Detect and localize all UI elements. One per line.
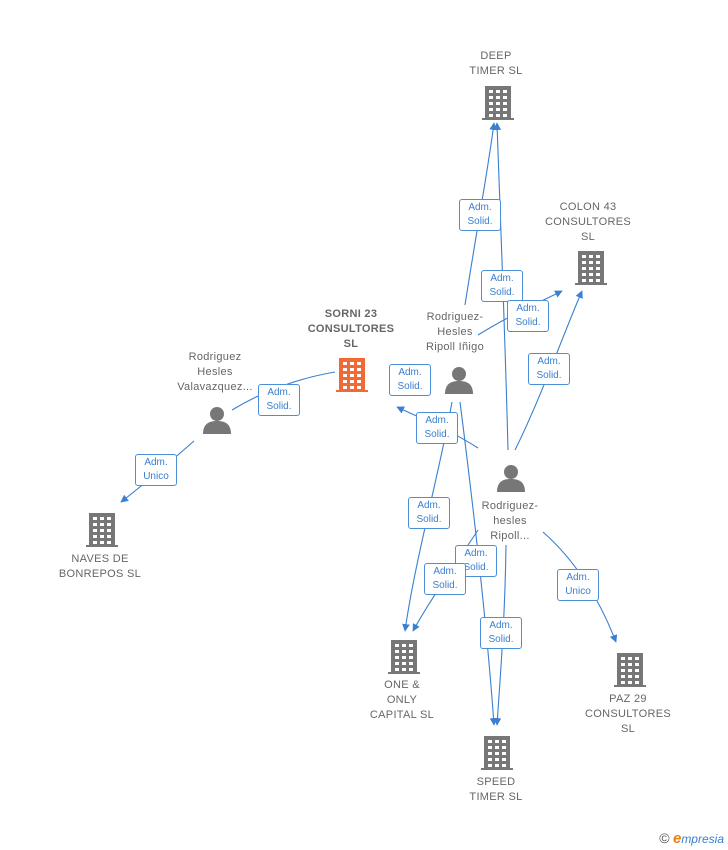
edge-label-valavazquez-naves[interactable]: Adm. Unico	[135, 454, 177, 486]
node-label: ONE & ONLY CAPITAL SL	[369, 679, 435, 721]
building-icon-one-only[interactable]	[388, 640, 420, 674]
node-naves[interactable]: NAVES DE BONREPOS SL	[45, 552, 155, 582]
node-one-only[interactable]: ONE & ONLY CAPITAL SL	[352, 678, 452, 723]
copyright-icon: ©	[659, 830, 670, 846]
node-deep-timer[interactable]: DEEP TIMER SL	[446, 49, 546, 79]
footer-brand: © empresia	[659, 830, 724, 847]
brand-logo-text: mpresia	[681, 832, 724, 846]
node-label: NAVES DE BONREPOS SL	[58, 553, 142, 580]
node-sorni23[interactable]: SORNI 23 CONSULTORES SL	[300, 307, 402, 352]
edge-label-inigo-deep-timer[interactable]: Adm. Solid.	[459, 199, 501, 231]
edge-label-ripoll-speed-timer[interactable]: Adm. Solid.	[480, 617, 522, 649]
building-icon-colon43[interactable]	[575, 251, 607, 285]
edge-label-inigo-one-only[interactable]: Adm. Solid.	[408, 497, 450, 529]
node-paz29[interactable]: PAZ 29 CONSULTORES SL	[577, 692, 679, 737]
person-icon-valavazquez[interactable]	[203, 407, 231, 434]
node-label: Rodriguez- Hesles Ripoll Iñigo	[425, 311, 485, 353]
edge-label-ripoll-colon43[interactable]: Adm. Solid.	[528, 353, 570, 385]
node-person-valavazquez[interactable]: Rodriguez Hesles Valavazquez...	[160, 350, 270, 395]
node-person-ripoll[interactable]: Rodriguez- hesles Ripoll...	[460, 499, 560, 544]
person-icon-ripoll[interactable]	[497, 465, 525, 492]
person-icon-inigo[interactable]	[445, 367, 473, 394]
node-person-inigo[interactable]: Rodriguez- Hesles Ripoll Iñigo	[405, 310, 505, 355]
node-label: Rodriguez Hesles Valavazquez...	[177, 351, 253, 393]
node-label: SORNI 23 CONSULTORES SL	[307, 308, 395, 350]
building-icon-deep-timer[interactable]	[482, 86, 514, 120]
building-icon-speed-timer[interactable]	[481, 736, 513, 770]
edge-label-valavazquez-sorni23[interactable]: Adm. Solid.	[258, 384, 300, 416]
building-icon-naves[interactable]	[86, 513, 118, 547]
node-label: DEEP TIMER SL	[469, 50, 523, 77]
edge-label-ripoll-sorni23[interactable]: Adm. Solid.	[389, 364, 431, 396]
node-colon43[interactable]: COLON 43 CONSULTORES SL	[537, 200, 639, 245]
edge-label-ripoll-one-only-b[interactable]: Adm. Solid.	[424, 563, 466, 595]
node-label: SPEED TIMER SL	[469, 776, 523, 803]
building-icon-sorni23[interactable]	[336, 358, 368, 392]
edge-label-inigo-colon43[interactable]: Adm. Solid.	[507, 300, 549, 332]
node-label: PAZ 29 CONSULTORES SL	[584, 693, 672, 735]
brand-logo-initial: e	[672, 830, 682, 847]
edge-label-inigo-sorni23[interactable]: Adm. Solid.	[416, 412, 458, 444]
edge-label-ripoll-paz29[interactable]: Adm. Unico	[557, 569, 599, 601]
node-speed-timer[interactable]: SPEED TIMER SL	[446, 775, 546, 805]
node-label: COLON 43 CONSULTORES SL	[544, 201, 632, 243]
building-icon-paz29[interactable]	[614, 653, 646, 687]
edge-label-ripoll-deep-timer[interactable]: Adm. Solid.	[481, 270, 523, 302]
node-label: Rodriguez- hesles Ripoll...	[481, 500, 539, 542]
